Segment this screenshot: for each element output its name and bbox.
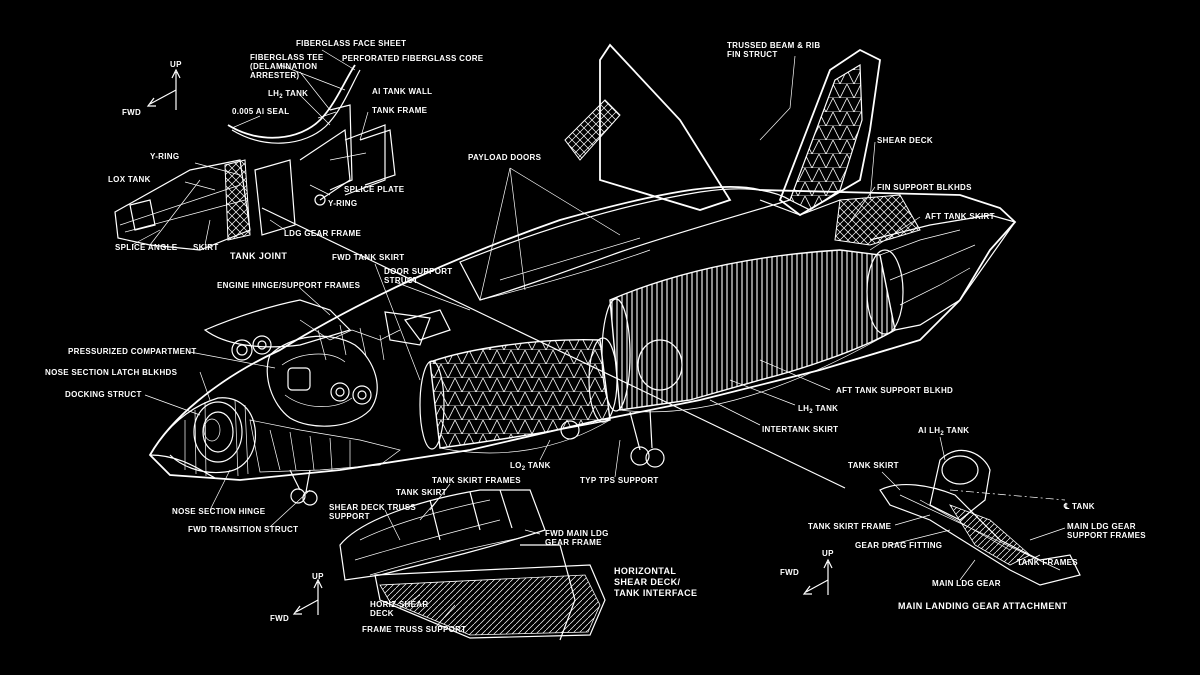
label-skirt: SKIRT: [193, 243, 219, 252]
label-door-support: DOOR SUPPORT STRUCT: [384, 267, 453, 285]
label-cl-tank: ℄ TANK: [1064, 502, 1095, 511]
tank-joint-fwd-label: FWD: [122, 108, 142, 117]
label-shear-deck-truss: SHEAR DECK TRUSS SUPPORT: [329, 503, 417, 521]
label-perforated-core: PERFORATED FIBERGLASS CORE: [342, 54, 484, 63]
label-fin-support: FIN SUPPORT BLKHDS: [877, 183, 972, 192]
left-fin: [599, 43, 732, 211]
label-fiberglass-face-sheet: FIBERGLASS FACE SHEET: [296, 39, 407, 48]
shear-deck-title: HORIZONTAL SHEAR DECK/ TANK INTERFACE: [614, 566, 698, 598]
label-splice-angle: SPLICE ANGLE: [115, 243, 178, 252]
label-tank-frame: TANK FRAME: [372, 106, 428, 115]
shear-deck-detail: [292, 483, 606, 641]
label-intertank-skirt: INTERTANK SKIRT: [762, 425, 839, 434]
label-typ-tps: TYP TPS SUPPORT: [580, 476, 659, 485]
label-shear-deck: SHEAR DECK: [877, 136, 933, 145]
label-pressurized: PRESSURIZED COMPARTMENT: [68, 347, 197, 356]
fuselage-outline: [148, 185, 1017, 481]
label-tank-frames: TANK FRAMES: [1017, 558, 1078, 567]
label-aft-tank-support: AFT TANK SUPPORT BLKHD: [836, 386, 954, 395]
label-lox-tank: LOX TANK: [108, 175, 151, 184]
label-lg-tank-skirt: TANK SKIRT: [848, 461, 899, 470]
vehicle-cutaway: [148, 43, 1017, 506]
label-fwd-main-ldg: FWD MAIN LDG GEAR FRAME: [545, 529, 609, 547]
label-fwd-tank-skirt: FWD TANK SKIRT: [332, 253, 405, 262]
label-lh2-tank-main: LH2 TANK: [798, 404, 839, 415]
label-engine-hinge: ENGINE HINGE/SUPPORT FRAMES: [217, 281, 361, 290]
label-tank-skirt-frames: TANK SKIRT FRAMES: [432, 476, 521, 485]
label-lh2-tank-joint: LH2 TANK: [268, 89, 309, 100]
shear-deck-grid: [379, 574, 601, 636]
tank-joint-title: TANK JOINT: [230, 251, 288, 261]
label-al-seal: 0.005 Al SEAL: [232, 107, 290, 116]
landing-gear-detail: [802, 436, 1081, 595]
label-main-ldg-gear: MAIN LDG GEAR: [932, 579, 1001, 588]
leader-lines-main: [144, 55, 921, 528]
label-frame-truss: FRAME TRUSS SUPPORT: [362, 625, 467, 634]
tank-joint-detail: [114, 49, 396, 251]
label-horiz-shear-deck: HORIZ SHEAR DECK: [370, 600, 429, 618]
aft-structure-lattice: [834, 194, 921, 246]
right-fin-truss: [789, 63, 863, 211]
label-main-ldg-support: MAIN LDG GEAR SUPPORT FRAMES: [1067, 522, 1146, 540]
label-trussed-beam: TRUSSED BEAM & RIB FIN STRUCT: [727, 41, 821, 59]
label-fiberglass-tee: FIBERGLASS TEE (DELAMINATION ARRESTER): [250, 53, 324, 80]
label-fwd-transition: FWD TRANSITION STRUCT: [188, 525, 299, 534]
label-nose-hinge: NOSE SECTION HINGE: [172, 507, 266, 516]
label-nose-latch: NOSE SECTION LATCH BLKHDS: [45, 368, 178, 377]
label-al-lh2-tank: Al LH2 TANK: [918, 426, 970, 437]
label-docking: DOCKING STRUCT: [65, 390, 142, 399]
shear-deck-up-label: UP: [312, 572, 324, 581]
label-splice-plate: SPLICE PLATE: [344, 185, 405, 194]
gear-strut-detail: [949, 504, 1031, 566]
landing-gear-fwd-label: FWD: [780, 568, 800, 577]
landing-gear-up-label: UP: [822, 549, 834, 558]
label-tank-skirt-frame: TANK SKIRT FRAME: [808, 522, 892, 531]
right-fin: [778, 48, 881, 217]
label-y-ring-right: Y-RING: [328, 199, 358, 208]
label-gear-drag: GEAR DRAG FITTING: [855, 541, 943, 550]
label-lo2-tank: LO2 TANK: [510, 461, 551, 472]
joint-rivet-panel: [224, 159, 251, 241]
label-y-ring-left: Y-RING: [150, 152, 180, 161]
label-al-tank-wall: Al TANK WALL: [372, 87, 433, 96]
label-ldg-gear-frame: LDG GEAR FRAME: [284, 229, 362, 238]
lo2-tank-section: [429, 339, 611, 449]
label-payload-doors: PAYLOAD DOORS: [468, 153, 542, 162]
tank-joint-up-label: UP: [170, 60, 182, 69]
label-shear-tank-skirt: TANK SKIRT: [396, 488, 447, 497]
left-fin-panel: [564, 99, 621, 161]
landing-gear-title: MAIN LANDING GEAR ATTACHMENT: [898, 601, 1068, 611]
shear-deck-fwd-label: FWD: [270, 614, 290, 623]
label-aft-tank-skirt: AFT TANK SKIRT: [925, 212, 995, 221]
